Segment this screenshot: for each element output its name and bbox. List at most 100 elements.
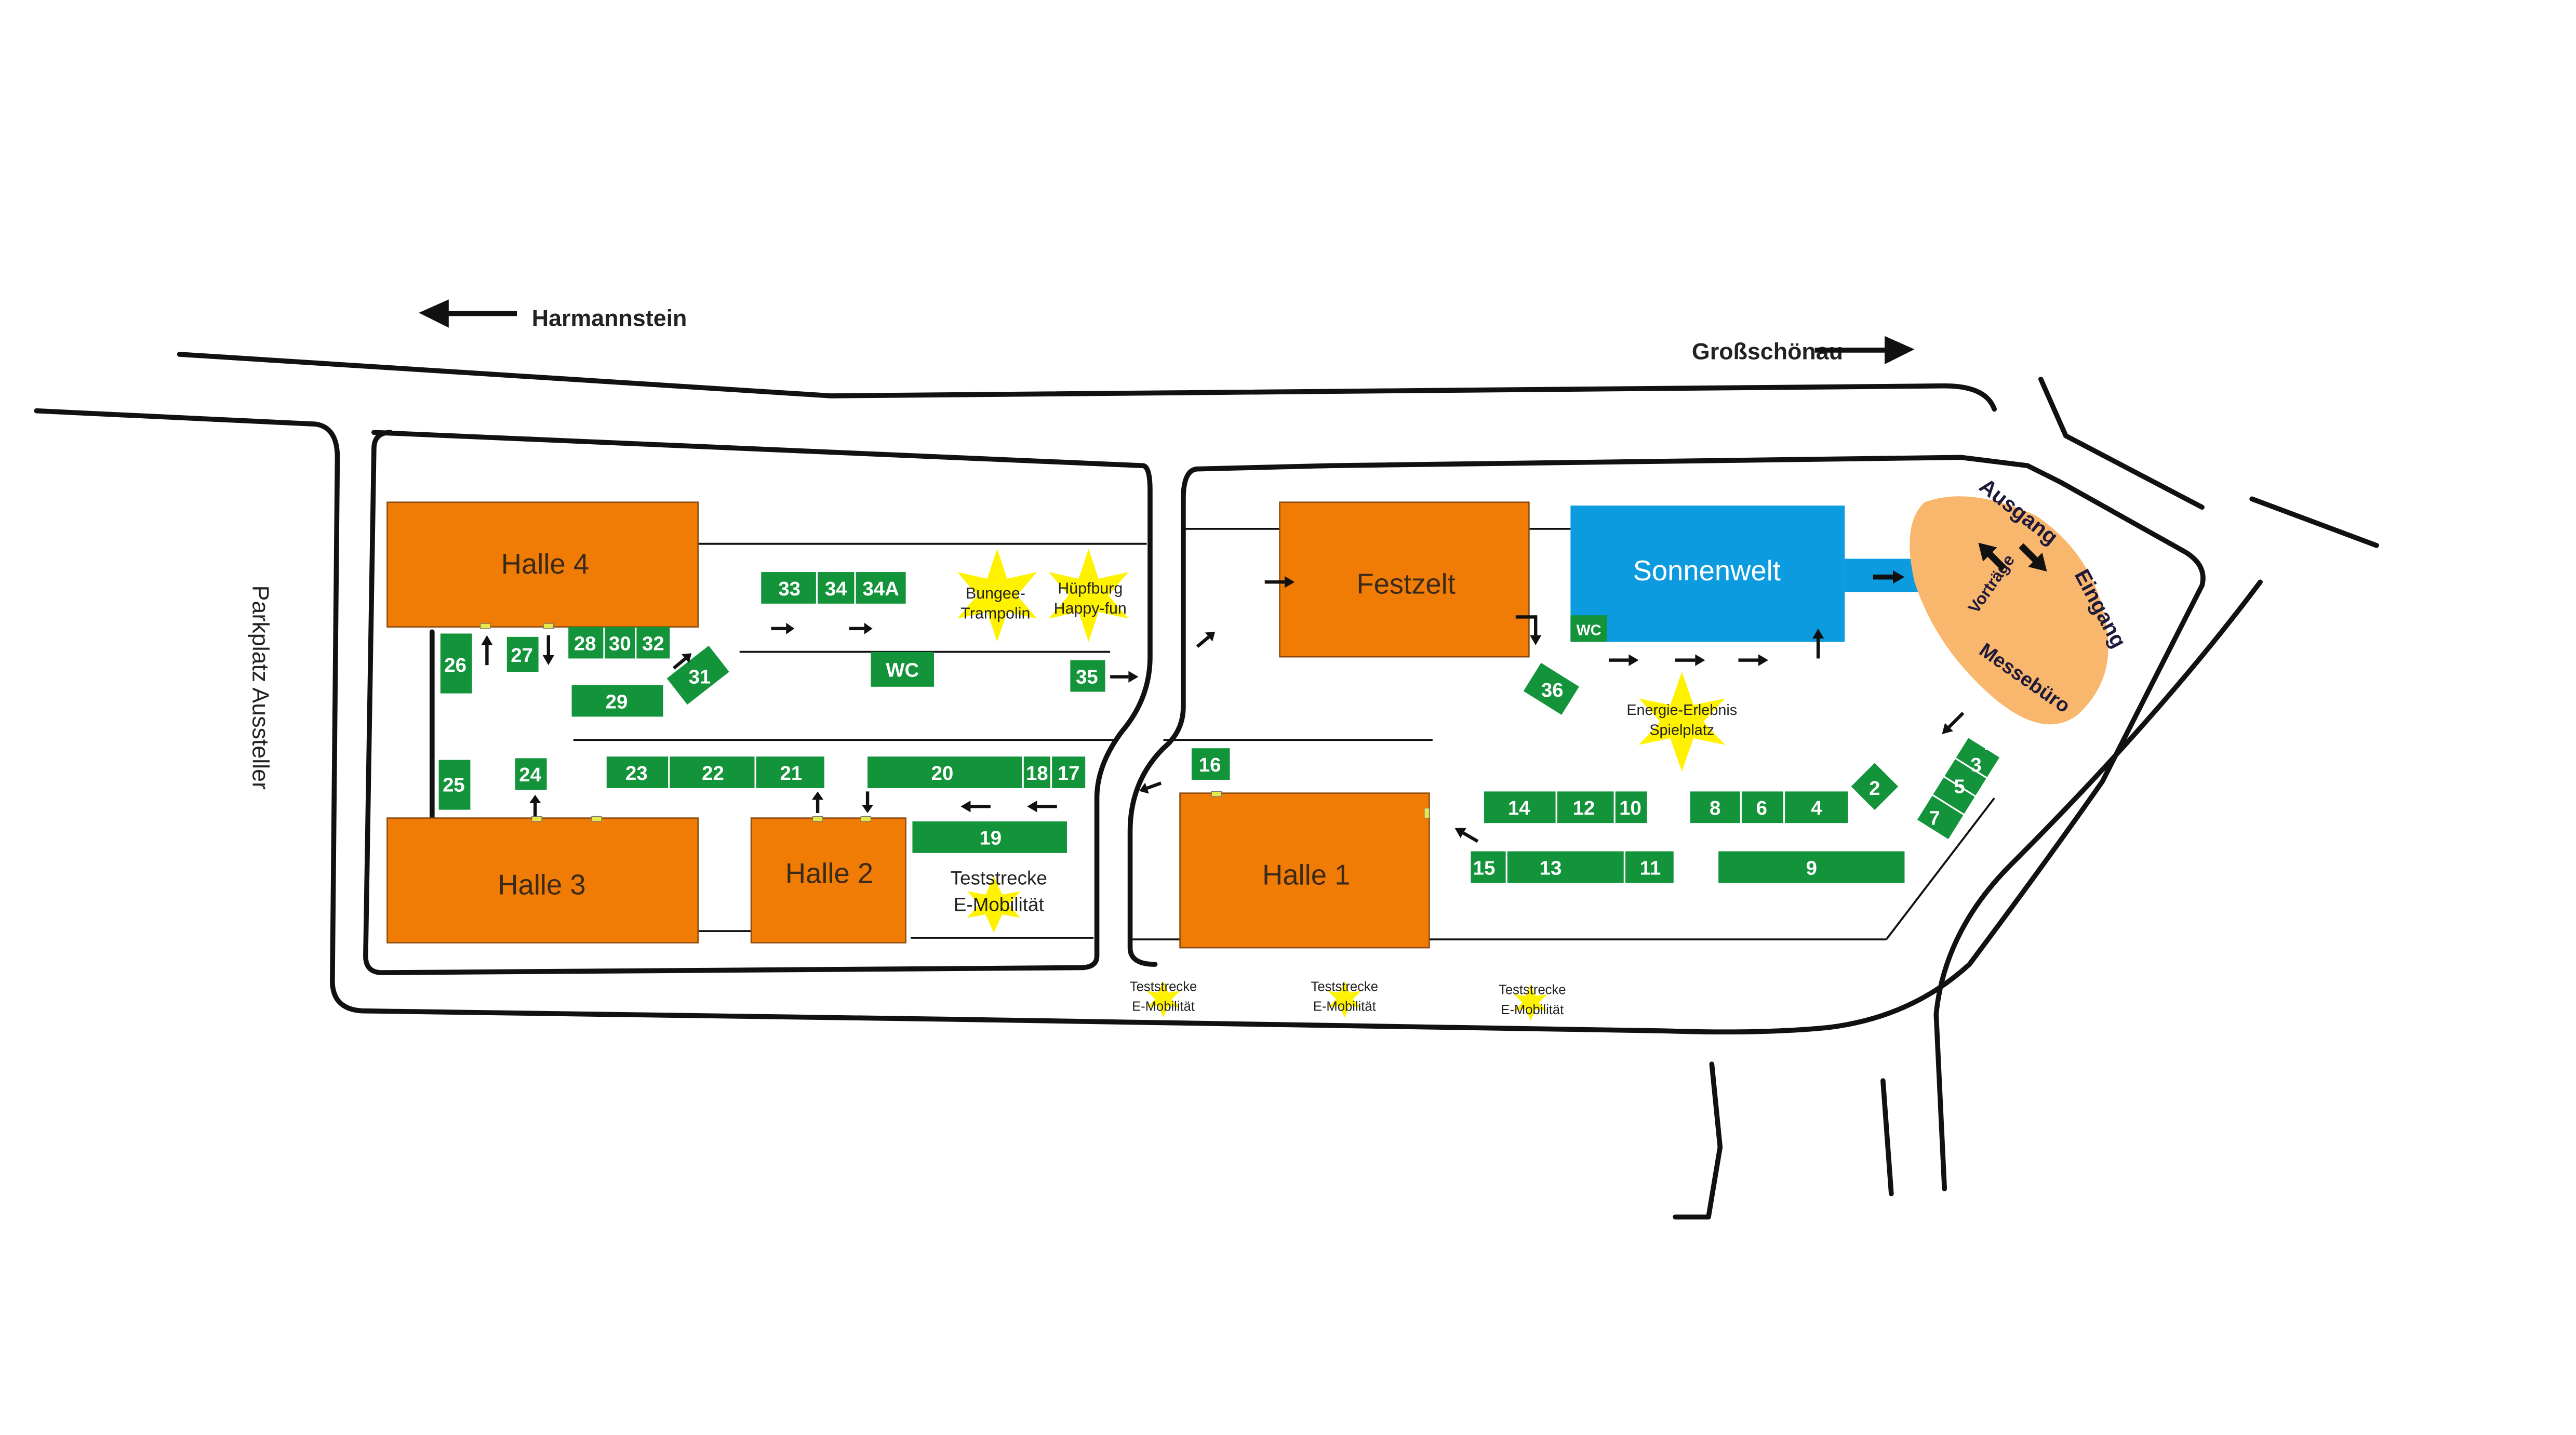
- star-icon[interactable]: [1328, 981, 1362, 1018]
- stand-8[interactable]: [1690, 791, 1740, 823]
- stand-13-label: 13: [1540, 857, 1562, 879]
- stand-25[interactable]: [438, 760, 471, 810]
- stand-30[interactable]: [605, 627, 635, 659]
- arrow-up-icon: [481, 635, 493, 666]
- arrow-right-icon: [1110, 671, 1139, 683]
- stand-27[interactable]: [506, 636, 539, 672]
- stand-12[interactable]: [1557, 791, 1614, 823]
- stand-34a-label: 34A: [862, 578, 899, 600]
- stand-36-label: 36: [1541, 679, 1564, 701]
- festzelt[interactable]: [1279, 501, 1530, 658]
- stand-1[interactable]: [1956, 738, 1999, 777]
- stand-11[interactable]: [1625, 851, 1674, 883]
- stand-4[interactable]: [1785, 791, 1848, 823]
- stand-7[interactable]: [1917, 795, 1964, 840]
- stand-4-label: 4: [1811, 797, 1822, 819]
- south-road-west: [1673, 1061, 1723, 1220]
- stand-wc-east[interactable]: [1570, 615, 1607, 642]
- teststrecke-3-label-1: Teststrecke: [1499, 983, 1566, 998]
- arrow-up-icon: [811, 791, 824, 813]
- stand-19[interactable]: [912, 821, 1067, 853]
- arrow-right-icon: [849, 622, 873, 635]
- stand-33[interactable]: [761, 572, 816, 604]
- arrow-right-icon: [1264, 576, 1295, 588]
- stand-23[interactable]: [606, 756, 669, 788]
- halle-3[interactable]: [386, 817, 699, 944]
- direction-arrows: [481, 570, 1965, 843]
- hall-west-block: [363, 430, 1153, 975]
- stand-29[interactable]: [571, 685, 663, 717]
- stand-5[interactable]: [1933, 777, 1975, 814]
- stand-14-label: 14: [1508, 797, 1530, 819]
- stand-34-label: 34: [825, 578, 847, 600]
- energie-label-2: Spielplatz: [1649, 722, 1714, 739]
- stand-14[interactable]: [1484, 791, 1556, 823]
- halle-1[interactable]: [1179, 792, 1430, 949]
- halle-2[interactable]: [750, 817, 906, 944]
- star-icon[interactable]: [957, 549, 1037, 642]
- bungee-label-2: Trampolin: [960, 605, 1030, 622]
- stand-27-label: 27: [511, 644, 533, 667]
- stand-10[interactable]: [1615, 791, 1647, 823]
- east-road-outer: [2038, 377, 2205, 510]
- star-icon[interactable]: [1638, 672, 1725, 772]
- arrow-up-icon: [1812, 628, 1824, 659]
- sonnenwelt[interactable]: [1570, 506, 1845, 642]
- parkplatz-label: Parkplatz Aussteller: [247, 586, 273, 790]
- east-road-lower-1: [1933, 579, 2263, 1191]
- stand-28-label: 28: [574, 632, 596, 655]
- main-road-south-edge: [34, 408, 2206, 1035]
- stand-16[interactable]: [1191, 748, 1230, 780]
- entry-arrow-icon: [2019, 543, 2047, 572]
- stand-16-label: 16: [1199, 754, 1221, 776]
- door-marker: [591, 816, 602, 822]
- stand-1-label: 1: [1984, 732, 1995, 754]
- stand-2[interactable]: [1851, 763, 1899, 810]
- stand-3[interactable]: [1944, 759, 1986, 795]
- teststrecke-halle2-label-2: E-Mobilität: [954, 894, 1044, 915]
- halle-4[interactable]: [386, 501, 699, 628]
- stand-15-label: 15: [1473, 857, 1496, 879]
- stand-28[interactable]: [568, 627, 604, 659]
- stand-22[interactable]: [670, 756, 755, 788]
- wc-east-label: WC: [1577, 622, 1601, 639]
- stand-diagonal-block[interactable]: [1917, 738, 1999, 840]
- attraction-labels: Bungee- Trampolin Hüpfburg Happy-fun Ene…: [951, 580, 1737, 1017]
- stand-20[interactable]: [867, 756, 1022, 788]
- stand-13[interactable]: [1507, 851, 1624, 883]
- stand-31[interactable]: [666, 645, 729, 705]
- stand-36[interactable]: [1523, 662, 1579, 715]
- stand-6[interactable]: [1741, 791, 1783, 823]
- messebuero-oval[interactable]: [1910, 496, 2108, 725]
- stand-21-label: 21: [780, 762, 803, 785]
- stand-30-label: 30: [609, 632, 631, 655]
- stand-21[interactable]: [756, 756, 824, 788]
- stand-9[interactable]: [1718, 851, 1905, 883]
- stand-29-label: 29: [606, 690, 628, 713]
- door-marker: [860, 816, 872, 822]
- stand-9-label: 9: [1806, 857, 1817, 879]
- stand-15[interactable]: [1471, 851, 1506, 883]
- sonnenwelt-label: Sonnenwelt: [1633, 555, 1781, 587]
- stand-35[interactable]: [1070, 660, 1105, 692]
- stand-8-label: 8: [1710, 797, 1720, 819]
- stand-wc-west[interactable]: [871, 652, 935, 687]
- stand-17-label: 17: [1058, 762, 1080, 785]
- star-icon[interactable]: [1514, 984, 1547, 1021]
- stand-32[interactable]: [636, 627, 670, 659]
- star-icon[interactable]: [967, 876, 1021, 933]
- stand-24[interactable]: [515, 758, 547, 790]
- stand-17[interactable]: [1052, 756, 1086, 788]
- stand-18[interactable]: [1023, 756, 1050, 788]
- star-icon[interactable]: [1146, 981, 1180, 1018]
- stand-26[interactable]: [440, 633, 472, 694]
- stand-7-label: 7: [1929, 807, 1940, 829]
- star-icon[interactable]: [1048, 549, 1129, 642]
- stand-34a[interactable]: [856, 572, 906, 604]
- stand-18-label: 18: [1026, 762, 1048, 785]
- stand-34[interactable]: [818, 572, 855, 604]
- stand-5-label: 5: [1954, 776, 1965, 798]
- halle-1-label: Halle 1: [1262, 859, 1350, 891]
- bungee-label-1: Bungee-: [966, 584, 1025, 602]
- arrow-right-icon: [1873, 570, 1905, 584]
